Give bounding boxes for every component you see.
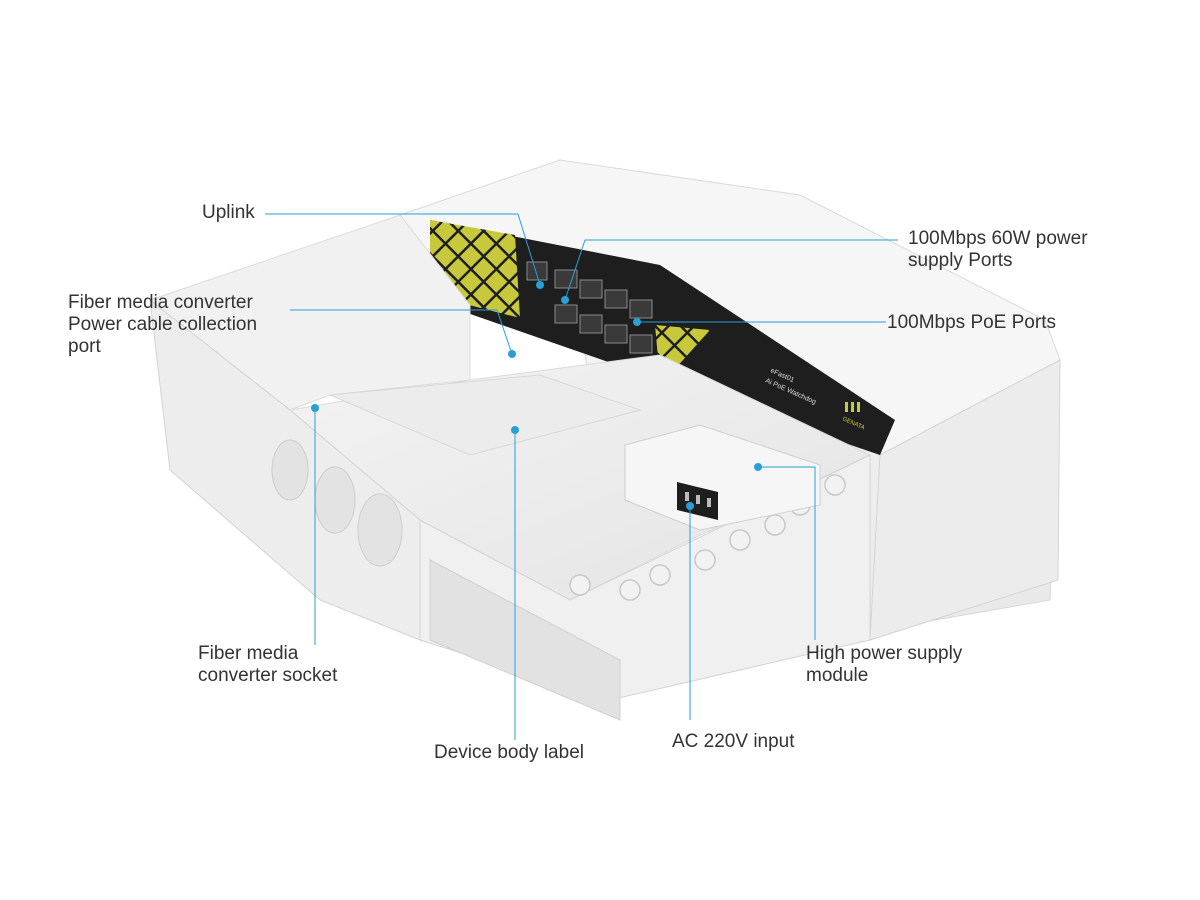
callout-fiber-socket: Fiber media converter socket bbox=[198, 643, 337, 687]
enclosure-base bbox=[429, 559, 621, 721]
callout-fiber-socket-line-2: converter socket bbox=[198, 665, 338, 686]
rj45-ports-bottom-row bbox=[554, 304, 653, 354]
callout-60w-ports-line-1: 100Mbps 60W power bbox=[908, 228, 1088, 249]
callout-lines bbox=[265, 213, 898, 740]
leader-psu-module bbox=[758, 466, 816, 640]
callout-ac-input: AC 220V input bbox=[672, 731, 795, 753]
callout-fiber-power-port-line-1: Fiber media converter bbox=[68, 292, 253, 313]
callout-fiber-socket-line-1: Fiber media bbox=[198, 643, 299, 664]
callout-body-label-line: Device body label bbox=[434, 742, 584, 763]
callout-ac-input-line: AC 220V input bbox=[672, 731, 795, 752]
callout-60w-ports-line-2: supply Ports bbox=[908, 250, 1013, 271]
callout-uplink: Uplink bbox=[202, 202, 255, 224]
callout-fiber-power-port-line-2: Power cable collection bbox=[68, 314, 258, 335]
tray-divider bbox=[329, 374, 642, 456]
callout-uplink-line: Uplink bbox=[202, 202, 255, 223]
rj45-port-uplink bbox=[526, 261, 548, 281]
brand-logo-icon bbox=[845, 402, 860, 412]
enclosure-right-wall bbox=[869, 359, 1061, 641]
callout-poe-ports-line: 100Mbps PoE Ports bbox=[887, 312, 1056, 333]
leader-uplink bbox=[265, 213, 541, 286]
ac-inlet-pins bbox=[685, 492, 711, 507]
cable-gland-hole-1 bbox=[271, 439, 309, 501]
callout-fiber-power-port-line-3: port bbox=[68, 336, 101, 357]
callout-dots bbox=[311, 281, 762, 510]
callout-body-label: Device body label bbox=[434, 742, 584, 764]
callout-psu-module-line-1: High power supply bbox=[806, 643, 963, 664]
callout-poe-ports: 100Mbps PoE Ports bbox=[887, 312, 1056, 334]
leader-60w-ports bbox=[564, 239, 898, 301]
leader-fiber-power bbox=[290, 309, 513, 355]
callout-fiber-power-port: Fiber media converter Power cable collec… bbox=[68, 292, 257, 358]
cable-gland-hole-2 bbox=[314, 466, 356, 534]
callout-psu-module-line-2: module bbox=[806, 665, 869, 686]
power-supply-module bbox=[624, 424, 821, 531]
cable-gland-hole-3 bbox=[357, 493, 403, 567]
callout-psu-module: High power supply module bbox=[806, 643, 962, 687]
rj45-ports-top-row bbox=[554, 269, 653, 319]
callout-60w-ports: 100Mbps 60W power supply Ports bbox=[908, 228, 1088, 272]
